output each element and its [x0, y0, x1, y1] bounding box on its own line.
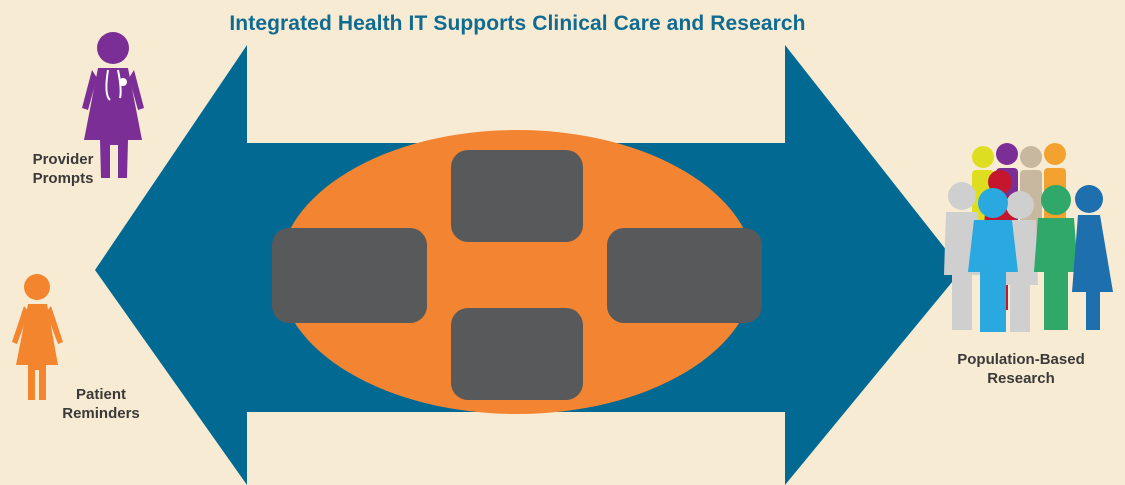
- population-label-line-1: Population-Based: [957, 351, 1085, 368]
- patient-label-line-2: Reminders: [62, 405, 140, 422]
- box-left: [272, 228, 427, 323]
- box-right: [607, 228, 762, 323]
- patient-reminders-label: Patient Reminders: [51, 385, 151, 423]
- provider-label-line-1: Provider: [32, 151, 94, 168]
- population-group-icon: [944, 143, 1113, 332]
- diagram-title: Integrated Health IT Supports Clinical C…: [229, 12, 806, 35]
- population-research-label: Population-Based Research: [946, 350, 1096, 388]
- provider-label-line-2: Prompts: [32, 170, 94, 187]
- provider-icon: [82, 32, 144, 178]
- population-label-line-2: Research: [987, 370, 1055, 387]
- box-bottom: [451, 308, 583, 400]
- provider-prompts-label: Provider Prompts: [24, 150, 102, 188]
- box-top: [451, 150, 583, 242]
- center-ellipse: [279, 130, 755, 414]
- patient-label-line-1: Patient: [75, 386, 126, 403]
- patient-icon: [12, 274, 63, 400]
